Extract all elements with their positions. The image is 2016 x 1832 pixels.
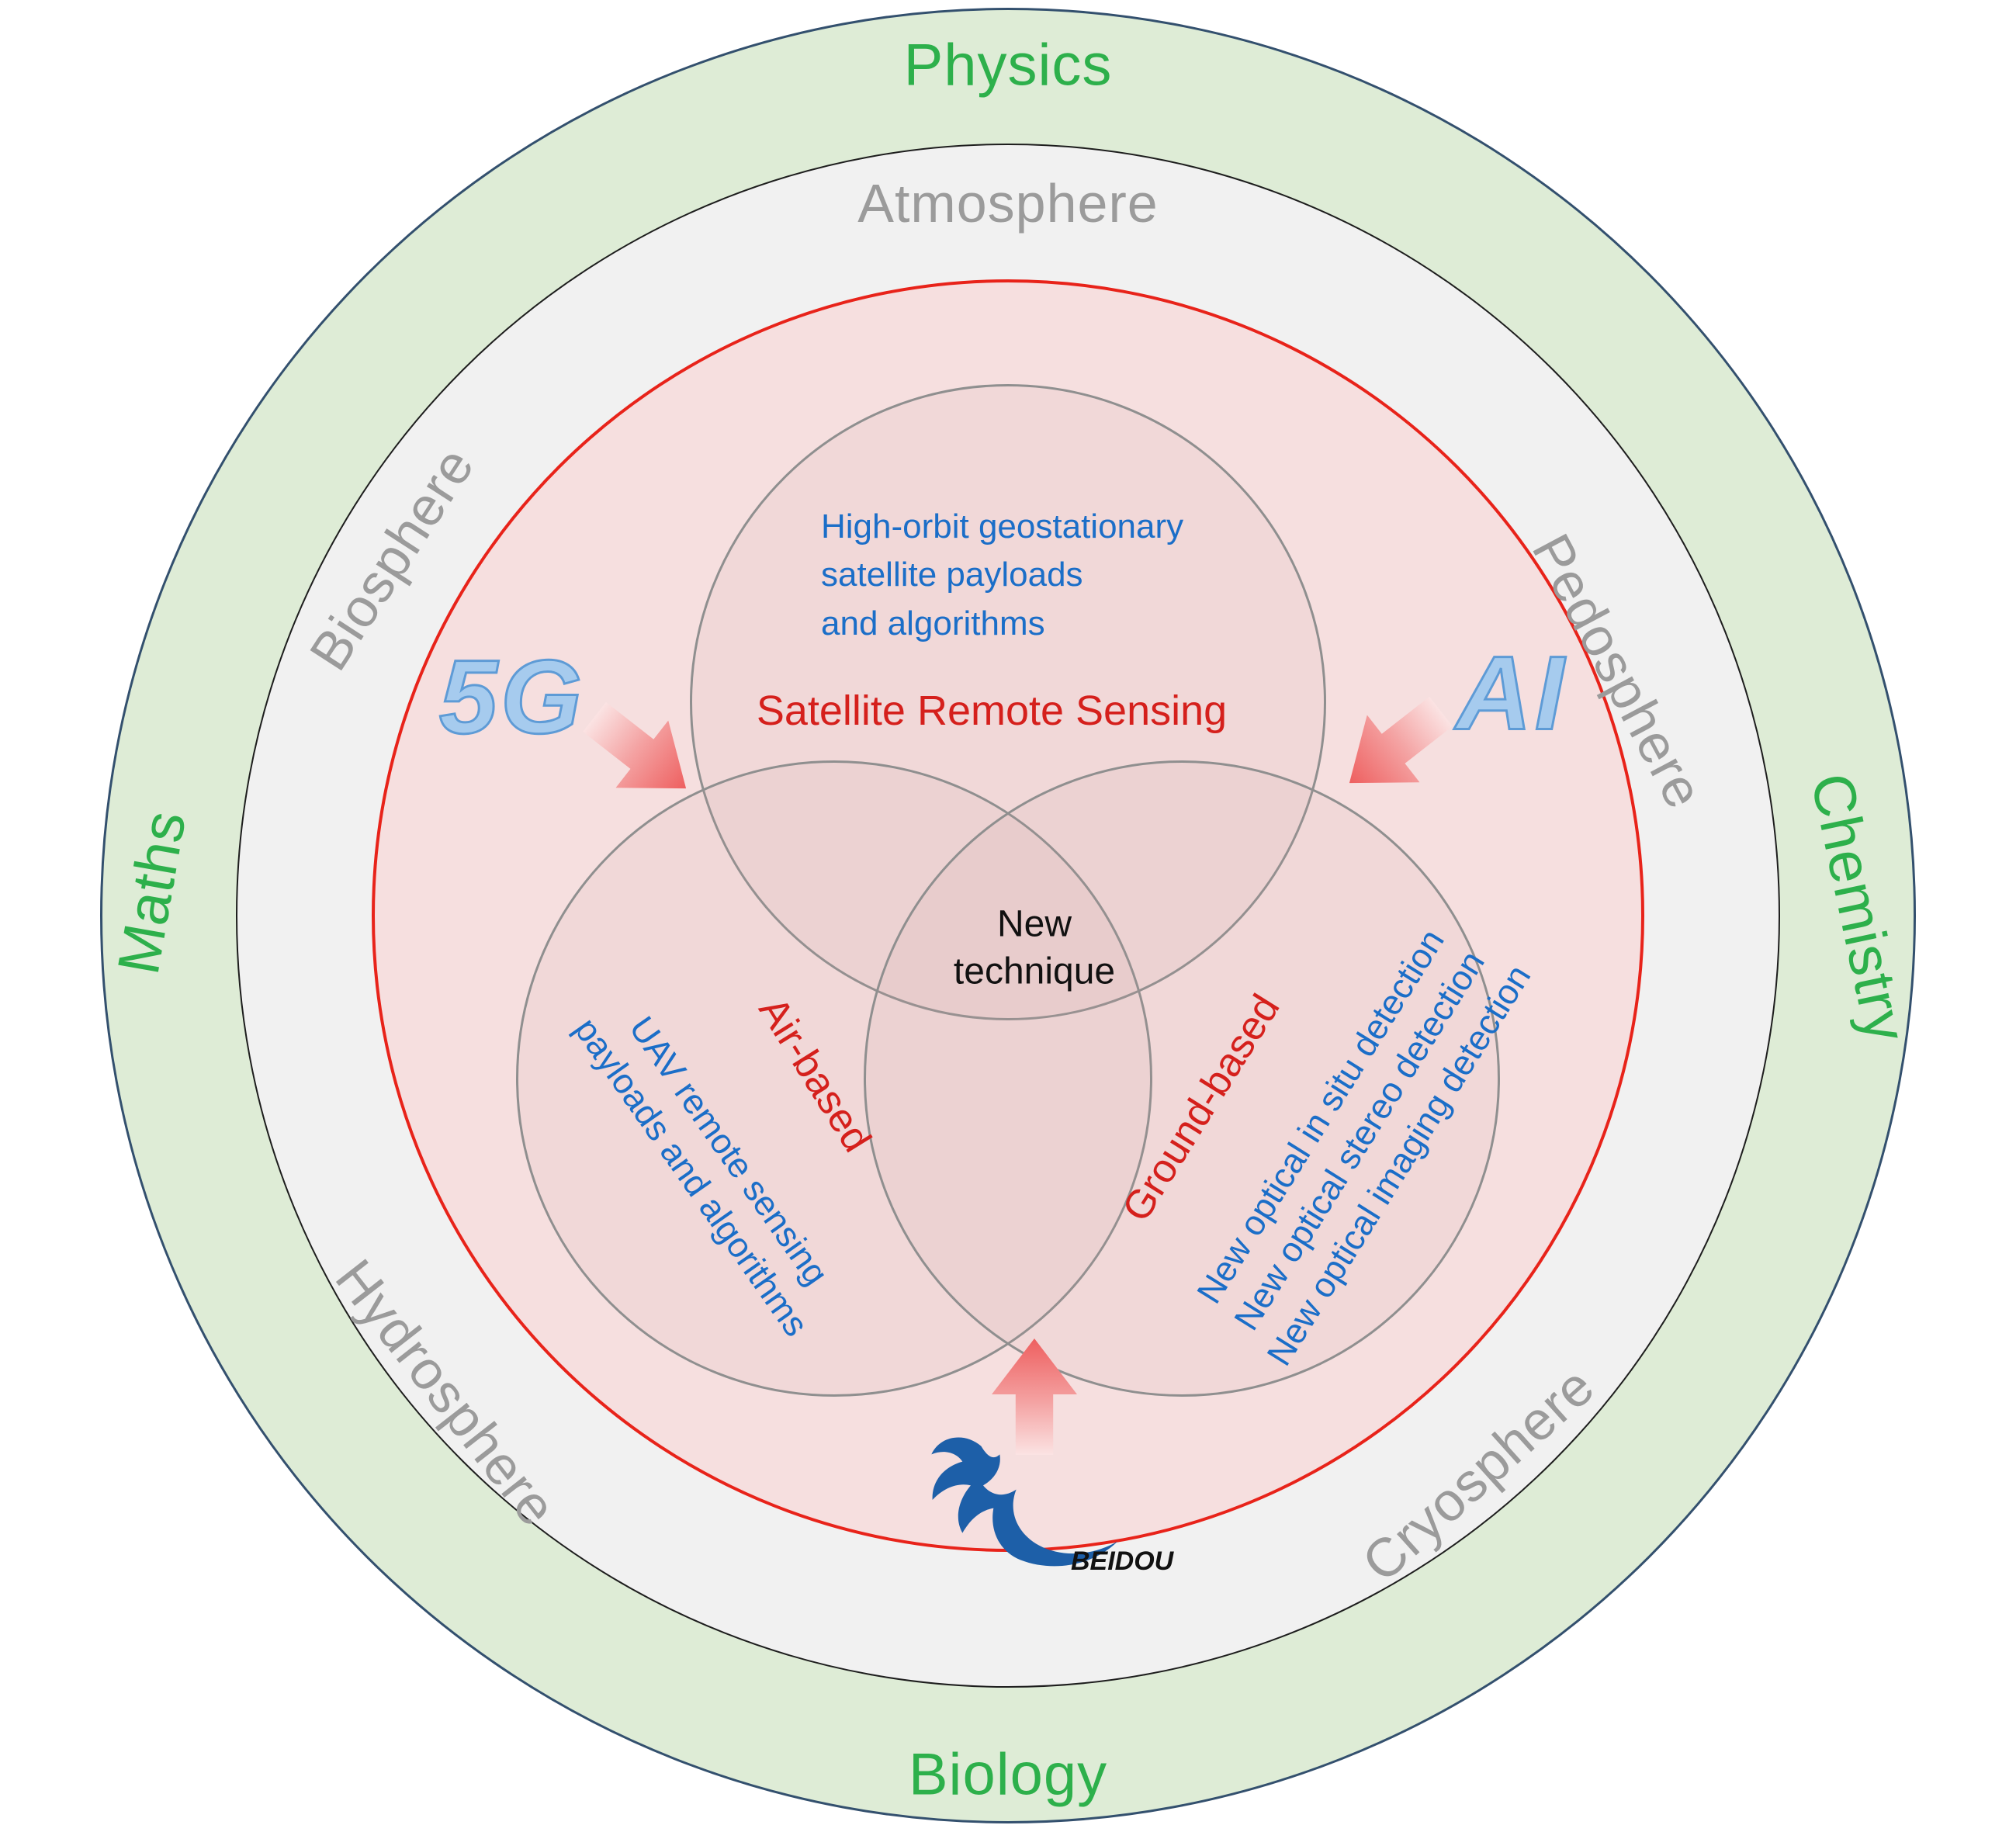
satellite-description: High-orbit geostationary satellite paylo… [821,503,1183,648]
beidou-wordmark: BEIDOU [1071,1546,1174,1576]
satellite-description-line: High-orbit geostationary [821,507,1184,545]
new-technique-label: New technique [954,901,1115,996]
ring-label-physics: Physics [903,32,1113,99]
satellite-description-line: satellite payloads [821,556,1083,594]
venn-circle-ground [864,760,1500,1397]
new-technique-line: New [996,903,1072,945]
new-technique-line: technique [953,951,1116,992]
ai-label: AI [1455,633,1567,753]
beidou-bird-icon [931,1437,1118,1567]
ring-label-biology: Biology [908,1741,1108,1808]
ring-label-atmosphere: Atmosphere [857,173,1159,234]
satellite-description-line: and algorithms [821,604,1045,642]
five-g-label: 5G [438,637,586,757]
satellite-remote-sensing-title: Satellite Remote Sensing [756,687,1228,734]
beidou-logo: BEIDOU [912,1432,1173,1626]
